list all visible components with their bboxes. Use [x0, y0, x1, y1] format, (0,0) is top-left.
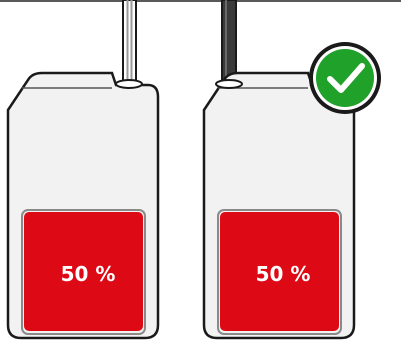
- tube-right: [222, 0, 236, 82]
- fill-label-right: 50 %: [256, 262, 311, 286]
- checkmark-icon: [309, 42, 381, 114]
- tube-left: [123, 0, 136, 82]
- fill-label-left: 50 %: [61, 262, 116, 286]
- container-left: 50 %: [8, 0, 158, 338]
